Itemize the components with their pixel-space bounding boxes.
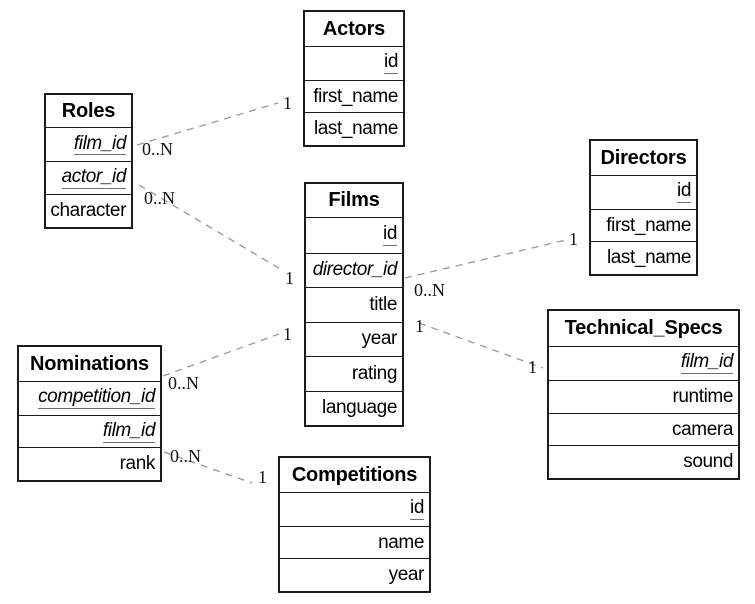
entity-title-technical-specs: Technical_Specs	[549, 311, 738, 347]
entity-directors: Directors id first_name last_name	[589, 139, 698, 277]
field-name-label: actor_id	[61, 166, 126, 189]
field-directors-id: id	[591, 176, 696, 209]
cardinality-label-nominations-competitions-0-n: 0..N	[170, 446, 201, 466]
field-name-label: year	[388, 564, 425, 586]
field-name-label: character	[50, 200, 126, 222]
field-nominations-film-id: film_id	[19, 414, 160, 448]
field-roles-actor-id: actor_id	[46, 161, 131, 194]
cardinality-label-films-directors-1: 1	[569, 229, 578, 249]
entity-competitions: Competitions id name year	[278, 456, 431, 594]
cardinality-label-roles-actors-1: 1	[283, 93, 292, 113]
entity-roles: Roles film_id actor_id character	[44, 93, 133, 229]
cardinality-label-roles-actors-0-n: 0..N	[142, 139, 173, 159]
entity-title-roles: Roles	[46, 95, 131, 128]
field-name-label: director_id	[312, 259, 398, 281]
field-films-year: year	[306, 321, 402, 357]
field-name-label: last_name	[606, 247, 691, 269]
cardinality-label-nominations-films-0-n: 0..N	[168, 373, 199, 393]
field-name-label: sound	[683, 451, 733, 473]
cardinality-label-films-technical-specs-1: 1	[415, 316, 424, 336]
field-name-label: rank	[119, 453, 156, 475]
field-name-label: film_id	[102, 419, 155, 443]
field-name-label: first_name	[606, 214, 691, 236]
field-actors-last-name: last_name	[305, 112, 403, 145]
cardinality-label-films-technical-specs-1: 1	[528, 357, 537, 377]
entity-actors: Actors id first_name last_name	[303, 10, 405, 148]
field-competitions-name: name	[280, 525, 429, 559]
cardinality-label-roles-films-1: 1	[285, 268, 294, 288]
field-films-title: title	[306, 287, 402, 322]
field-films-id: id	[306, 218, 402, 253]
relation-line-films-directors	[404, 239, 567, 279]
relation-line-nominations-films	[162, 333, 280, 377]
cardinality-label-roles-films-0-n: 0..N	[144, 188, 175, 208]
field-name-label: camera	[672, 418, 733, 440]
field-name-label: name	[378, 531, 424, 553]
field-name-label: runtime	[672, 385, 733, 407]
entity-title-actors: Actors	[305, 12, 403, 47]
field-actors-id: id	[305, 47, 403, 80]
entity-title-competitions: Competitions	[280, 458, 429, 493]
field-roles-character: character	[46, 194, 131, 227]
field-films-rating: rating	[306, 356, 402, 391]
field-roles-film-id: film_id	[46, 128, 131, 161]
relation-line-films-technical-specs	[418, 322, 544, 369]
field-name-label: language	[322, 397, 397, 419]
cardinality-label-films-directors-0-n: 0..N	[414, 280, 445, 300]
field-competitions-id: id	[280, 493, 429, 526]
field-technical-specs-runtime: runtime	[549, 379, 738, 413]
cardinality-label-nominations-films-1: 1	[283, 324, 292, 344]
entity-title-directors: Directors	[591, 141, 696, 176]
field-nominations-rank: rank	[19, 447, 160, 480]
field-name-label: last_name	[313, 118, 398, 140]
field-nominations-competition-id: competition_id	[19, 382, 160, 415]
field-name-label: id	[677, 180, 691, 204]
cardinality-label-nominations-competitions-1: 1	[258, 467, 267, 487]
field-technical-specs-sound: sound	[549, 445, 738, 478]
field-technical-specs-film-id: film_id	[549, 347, 738, 380]
field-name-label: first_name	[313, 85, 398, 107]
field-name-label: competition_id	[38, 386, 155, 410]
field-name-label: id	[383, 223, 397, 247]
field-films-language: language	[306, 390, 402, 426]
field-name-label: id	[384, 51, 398, 75]
entity-title-nominations: Nominations	[19, 347, 160, 382]
field-actors-first-name: first_name	[305, 79, 403, 113]
field-directors-first-name: first_name	[591, 208, 696, 242]
field-name-label: id	[410, 497, 424, 521]
field-directors-last-name: last_name	[591, 241, 696, 274]
field-name-label: year	[361, 328, 398, 350]
field-name-label: film_id	[73, 132, 126, 156]
field-name-label: rating	[351, 362, 398, 384]
field-films-director-id: director_id	[306, 252, 402, 288]
field-competitions-year: year	[280, 558, 429, 591]
field-name-label: title	[369, 293, 397, 315]
field-technical-specs-camera: camera	[549, 412, 738, 446]
entity-title-films: Films	[306, 184, 402, 218]
field-name-label: film_id	[680, 351, 733, 375]
